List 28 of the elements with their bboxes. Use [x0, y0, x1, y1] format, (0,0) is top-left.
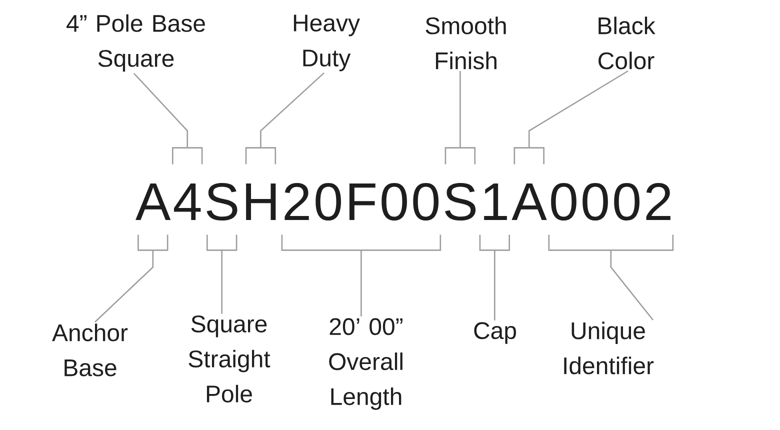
callout-label: Heavy Duty — [294, 14, 360, 72]
bracket — [206, 234, 238, 251]
callout-label: 4” Pole Base Square — [66, 14, 205, 72]
leader-line — [460, 71, 461, 148]
bracket — [281, 234, 442, 251]
leader-line — [260, 72, 324, 148]
bracket — [444, 147, 476, 164]
bracket — [245, 147, 276, 164]
callout-label: Black Color — [598, 16, 656, 70]
callout-label: Unique Identifier — [564, 322, 654, 374]
bracket — [514, 147, 544, 164]
callout-label: Square Straight Pole — [188, 316, 270, 402]
leader-line — [494, 250, 496, 320]
part-number: A4SH20F00S1A0002 — [136, 183, 670, 220]
leader-line — [528, 70, 628, 148]
leader-line — [221, 250, 222, 314]
bracket — [172, 147, 203, 164]
bracket — [548, 234, 674, 251]
callout-label: 20’ 00” Overall Length — [329, 318, 402, 410]
leader-line — [94, 250, 154, 322]
callout-label: Anchor Base — [52, 324, 128, 376]
callout-label: Cap — [474, 322, 516, 344]
bracket — [138, 234, 168, 251]
leader-line — [134, 72, 188, 148]
callout-label: Smooth Finish — [426, 16, 506, 70]
bracket — [479, 234, 510, 251]
leader-line — [360, 250, 362, 316]
leader-line — [610, 250, 654, 320]
